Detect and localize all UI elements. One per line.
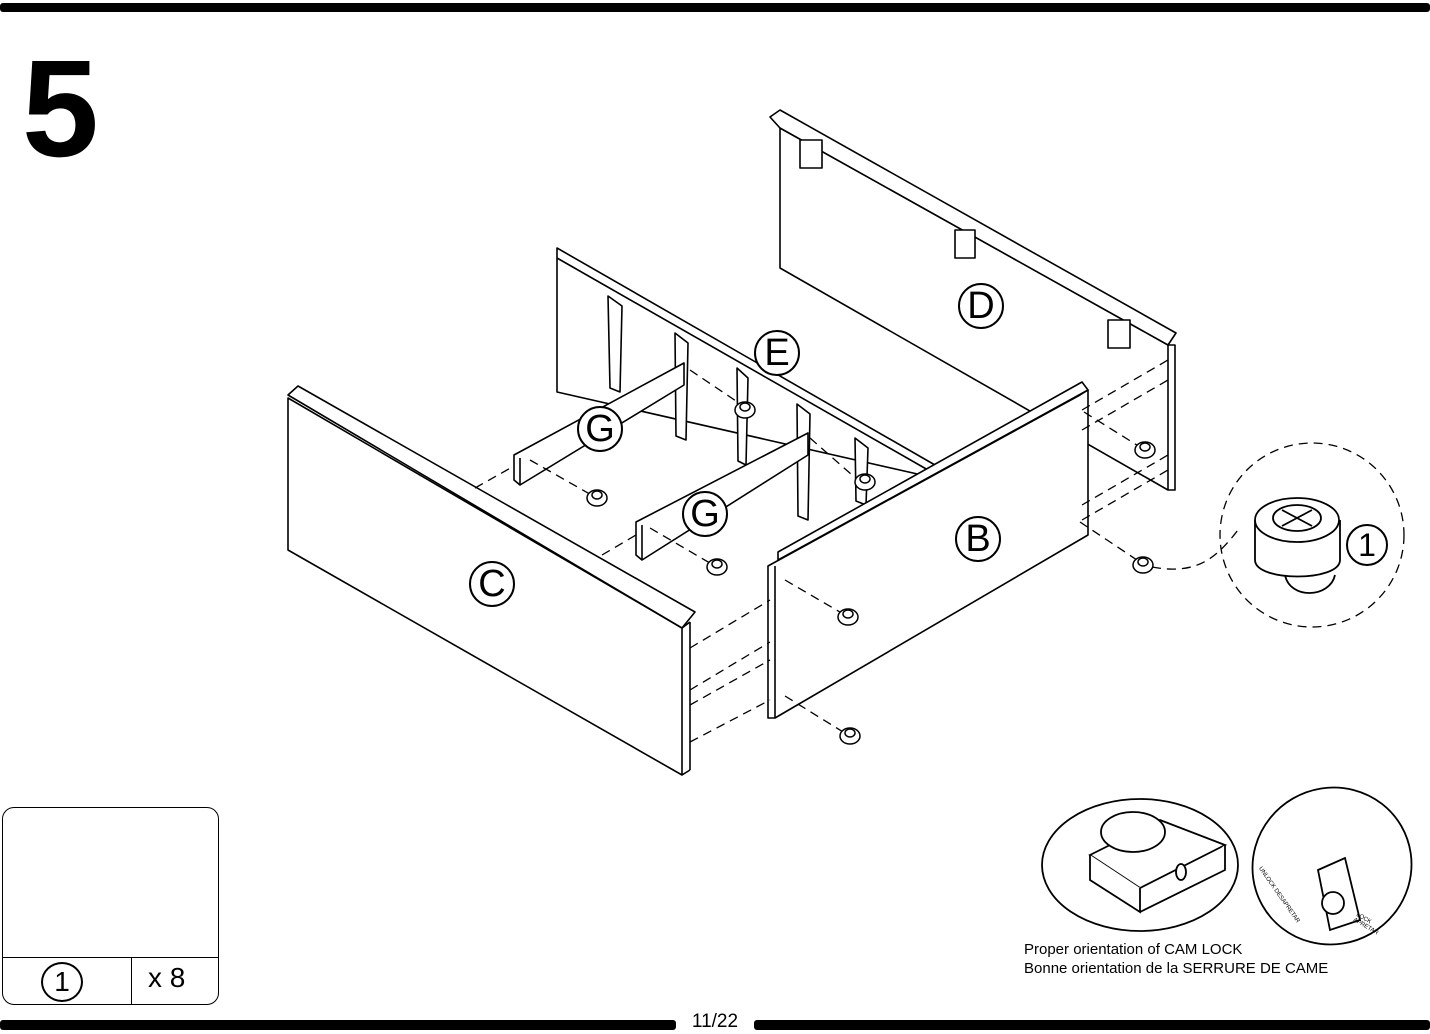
- bottom-rule-left: [0, 1020, 676, 1030]
- cam-lock: [839, 727, 861, 745]
- label-e: E: [754, 330, 800, 376]
- cam-lock: [706, 558, 728, 576]
- cam-lock-detail: [1254, 497, 1341, 594]
- label-d: D: [958, 283, 1004, 329]
- cam-locks: [586, 401, 1156, 745]
- parts-list-quantity: x 8: [148, 962, 186, 993]
- top-rule: [0, 3, 1430, 12]
- parts-list-row: 1 x 8: [3, 957, 218, 1004]
- parts-list-part-number: 1: [41, 962, 83, 1002]
- rail-g-2: [635, 432, 809, 561]
- assembly-lines: [474, 359, 1405, 743]
- cam-lock: [586, 489, 608, 507]
- parts-list-box: 1 x 8: [2, 807, 219, 1005]
- drawer-slides: [607, 295, 869, 521]
- parts-list-divider: [131, 958, 132, 1004]
- cam-lock-insets: [1041, 786, 1413, 946]
- label-b: B: [955, 516, 1001, 562]
- label-g-2: G: [682, 491, 728, 537]
- label-c: C: [469, 561, 515, 607]
- cam-lock: [854, 473, 876, 491]
- step-number: 5: [22, 32, 99, 186]
- page-number: 11/22: [676, 1011, 754, 1033]
- panel-b: [767, 381, 1089, 719]
- caption-english: Proper orientation of CAM LOCK: [1024, 941, 1243, 958]
- cam-lock: [837, 608, 859, 626]
- caption-french: Bonne orientation de la SERRURE DE CAME: [1024, 960, 1329, 977]
- cam-lock: [1134, 441, 1156, 459]
- cam-lock-caption: Proper orientation of CAM LOCK Bonne ori…: [1024, 940, 1328, 978]
- bottom-rule-right: [754, 1020, 1430, 1030]
- cam-lock: [734, 401, 756, 419]
- cam-lock: [1132, 556, 1154, 574]
- label-g-1: G: [577, 406, 623, 452]
- callout-part-number: 1: [1346, 524, 1388, 566]
